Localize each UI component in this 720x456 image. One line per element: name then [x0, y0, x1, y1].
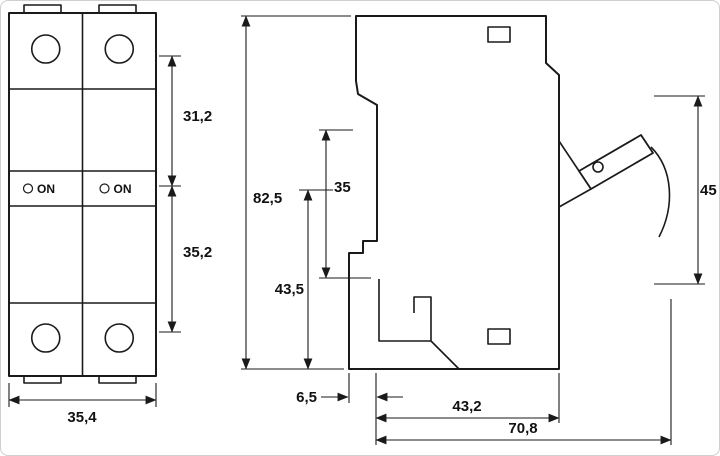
busbar-slot-top [487, 26, 511, 43]
terminal-screw-top-left [30, 34, 61, 64]
rail-offset-extension-lines [348, 373, 377, 445]
din-rail-clip [378, 279, 460, 370]
on-label-right: ON [114, 182, 132, 196]
side-view-dimensions: 82,5 35 43,5 45 6,5 43,2 70,8 [241, 15, 717, 445]
dim-45-label: 45 [700, 182, 717, 199]
dim-35-label: 35 [334, 179, 351, 196]
dim-43-2-label: 43,2 [452, 398, 481, 415]
top-mounting-tabs [23, 4, 137, 14]
dim-6-5-label: 6,5 [296, 389, 317, 406]
lever-motion-arc [650, 146, 671, 238]
lever-pivot [592, 161, 604, 173]
front-view: ON ON [8, 4, 157, 384]
toggle-lever [578, 134, 654, 190]
height-extension-lines [241, 15, 351, 370]
busbar-slot-bottom [487, 328, 511, 345]
dim-43-5-label: 43,5 [275, 281, 304, 298]
lever-recess-lines [558, 140, 592, 208]
dim-31-2-label: 31,2 [183, 108, 212, 125]
front-view-dimensions: 31,2 35,2 35,4 [8, 55, 212, 426]
terminal-screw-bottom-right [104, 323, 135, 353]
dim-35-4-label: 35,4 [67, 409, 97, 426]
terminal-screw-bottom-left [30, 323, 61, 353]
on-label-left: ON [37, 182, 55, 196]
front-width-extension-lines [8, 383, 157, 407]
front-height-extension-lines [654, 95, 705, 285]
on-indicator-icon-right [99, 183, 110, 194]
dim-35-2-label: 35,2 [183, 244, 212, 261]
front-panel-section-lines [9, 88, 156, 304]
dim-70-8-label: 70,8 [508, 420, 537, 437]
side-view [348, 15, 671, 370]
on-indicator-icon-left [22, 183, 34, 194]
bottom-mounting-tabs [23, 375, 137, 384]
front-right-extension-lines [159, 55, 181, 333]
dim-82-5-label: 82,5 [253, 190, 282, 207]
terminal-screw-top-right [104, 34, 135, 64]
side-body-outline [348, 15, 560, 370]
mid-height-extension-lines [319, 129, 371, 279]
